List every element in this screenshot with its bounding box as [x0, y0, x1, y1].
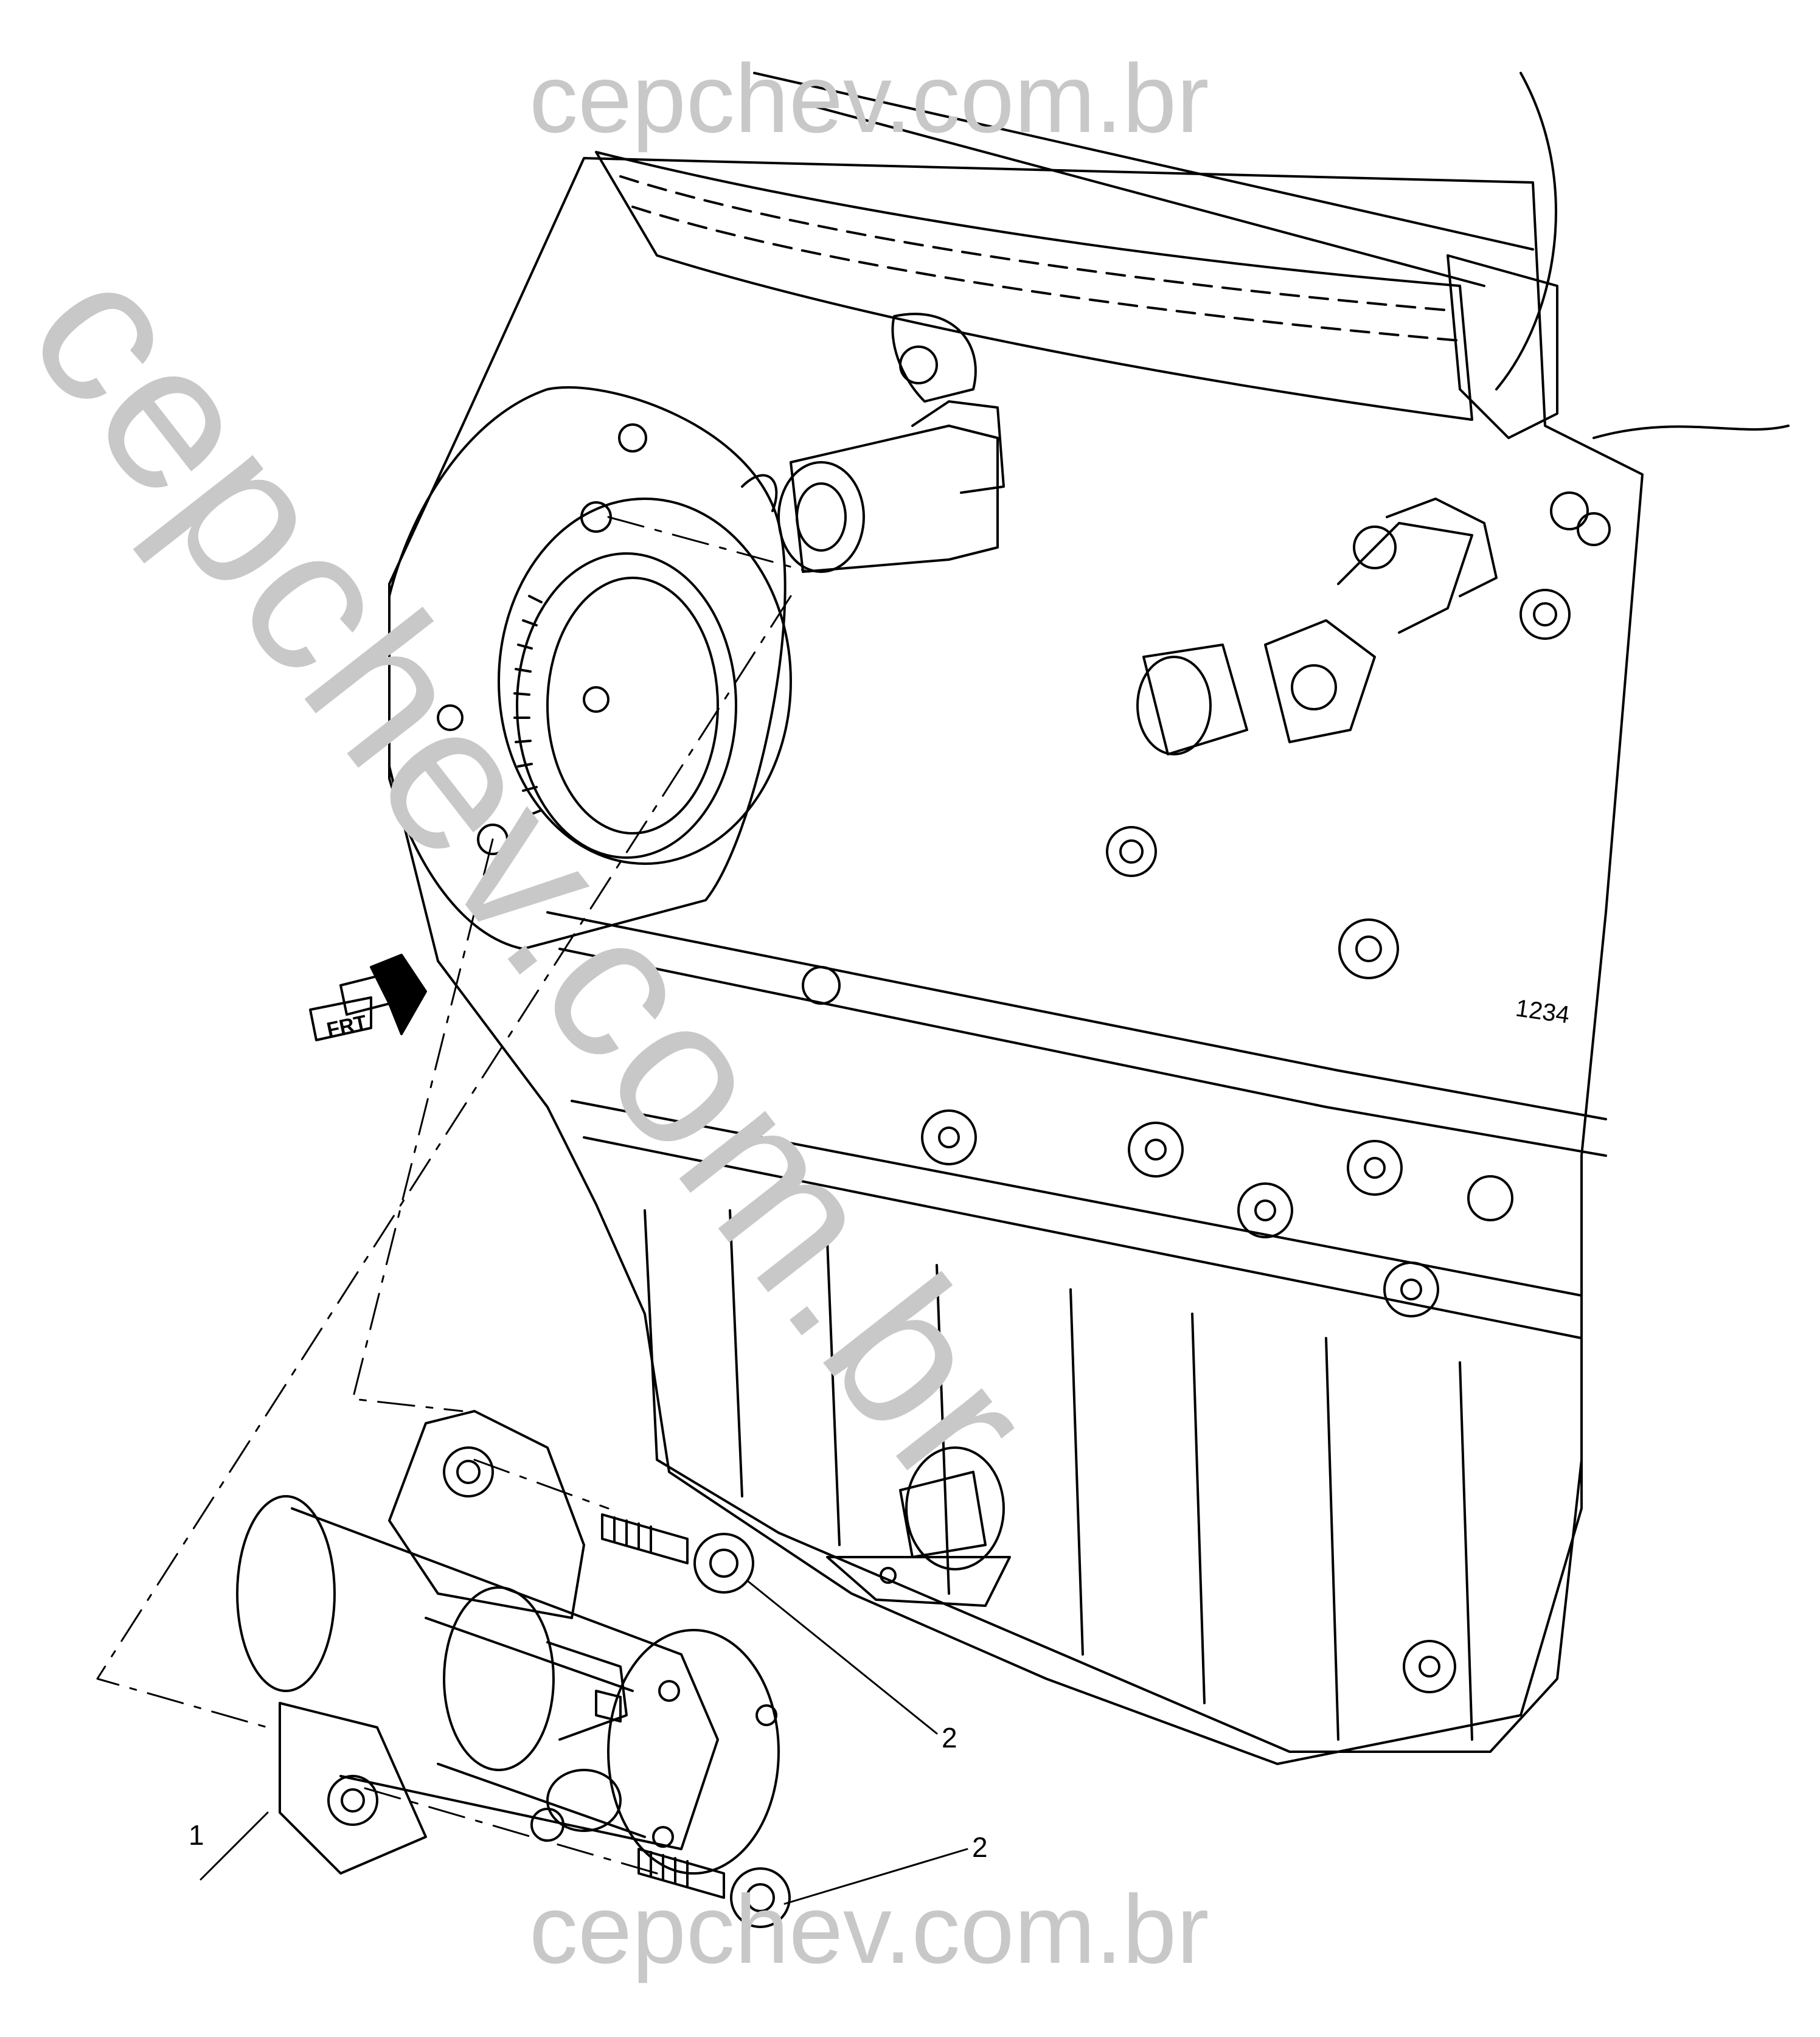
callout-leader-2b	[783, 1848, 968, 1905]
alignment-line	[96, 595, 792, 1729]
mount-boss	[1338, 918, 1399, 979]
rail-bolt-boss	[1145, 1139, 1167, 1161]
rail-bolt-boss	[1254, 1199, 1276, 1221]
oil-pan-rail	[546, 911, 1607, 1120]
mount-boss	[1119, 839, 1144, 864]
oil-pan-rib	[826, 1240, 841, 1546]
lower-mount-boss	[1403, 1640, 1456, 1693]
alignment-line	[364, 1787, 658, 1875]
rail-bolt-boss	[802, 966, 841, 1005]
callout-leader-2a	[747, 1580, 938, 1735]
oil-pan-rib	[936, 1264, 950, 1595]
upper-right-curve	[1592, 425, 1790, 439]
flywheel-housing-flange	[388, 386, 787, 950]
callout-1-starter: 1	[189, 1819, 204, 1851]
rail-bolt-boss	[1128, 1122, 1184, 1178]
rail-bolt-boss	[938, 1126, 960, 1148]
alignment-line	[473, 1459, 610, 1510]
camshaft-sensor-assembly	[741, 313, 1005, 573]
starter-motor	[236, 1410, 780, 1875]
head-rail-line	[802, 102, 1485, 287]
oil-pan-rib	[729, 1209, 743, 1497]
head-texture-line	[631, 206, 1461, 342]
flywheel-ring-gear	[513, 552, 737, 859]
head-rail-line	[753, 72, 1534, 251]
flange-bolt-hole	[437, 704, 464, 731]
oil-pan	[644, 1209, 1583, 1753]
oil-pan-rib	[1325, 1337, 1339, 1741]
upper-right-bracket	[1447, 254, 1558, 439]
mount-boss	[1520, 589, 1571, 640]
flywheel-housing-bore	[498, 498, 792, 865]
mount-boss	[1533, 602, 1557, 626]
oil-pan-rib	[1191, 1313, 1206, 1704]
rail-bolt-boss	[921, 1109, 977, 1165]
callout-2-bolt-lower: 2	[972, 1831, 988, 1863]
engine-tag-label: 1234	[1514, 994, 1571, 1029]
mount-boss	[1550, 491, 1589, 530]
starter-bolt-upper	[601, 1513, 754, 1594]
frt-label: FRT	[325, 1011, 369, 1042]
mount-boss	[1577, 512, 1611, 546]
flange-bolt-hole	[477, 824, 509, 855]
rail-bolt-boss	[1383, 1261, 1439, 1317]
knock-sensor-assembly	[1136, 498, 1498, 755]
lower-mount-boss	[1419, 1656, 1440, 1678]
callout-leader-1	[200, 1811, 269, 1881]
rail-bolt-boss	[1237, 1182, 1293, 1238]
rail-bolt-boss	[1467, 1175, 1513, 1221]
oil-level-sensor	[826, 1446, 1011, 1607]
starter-bolt-lower	[637, 1848, 791, 1928]
mount-boss	[1106, 826, 1157, 877]
flange-bolt-hole	[580, 501, 612, 533]
rail-bolt-boss	[1400, 1279, 1422, 1300]
watermark-bottom: cepchev.com.br	[529, 1875, 1209, 1983]
upper-right-curve	[1495, 72, 1557, 390]
engine-block-outline	[388, 157, 1644, 1765]
mount-boss	[1355, 935, 1382, 962]
oil-pan-rib	[1459, 1361, 1473, 1741]
alignment-line	[607, 516, 810, 573]
rail-bolt-boss	[1364, 1157, 1386, 1179]
rail-bolt-boss	[1347, 1140, 1403, 1196]
flange-bolt-hole	[618, 423, 647, 453]
cylinder-head-band	[595, 151, 1473, 421]
watermark-top: cepchev.com.br	[529, 44, 1209, 153]
head-texture-line	[619, 175, 1449, 311]
oil-pan-rail	[583, 1136, 1583, 1339]
callout-2-bolt-upper: 2	[942, 1722, 957, 1754]
oil-pan-rib	[1069, 1288, 1084, 1656]
alignment-line	[352, 838, 494, 1412]
front-direction-indicator	[309, 954, 427, 1041]
